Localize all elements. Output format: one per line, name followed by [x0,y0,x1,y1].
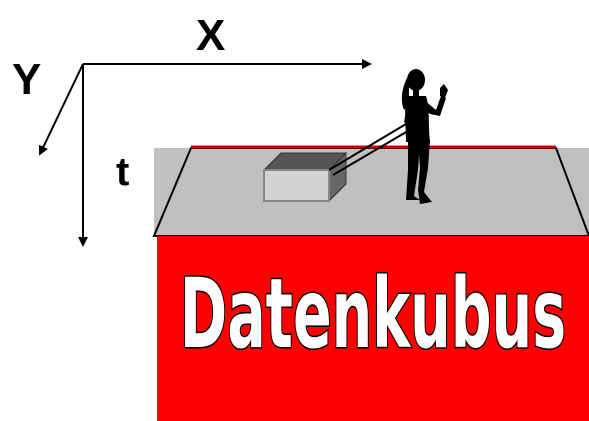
connection-line-lower [332,127,414,176]
cube-front-face: Datenkubus [157,236,589,421]
x-axis-label: X [196,11,225,60]
connection-line-upper [328,120,412,171]
floor-trapezoid [152,147,589,237]
t-axis-label: t [116,150,129,194]
y-axis-label: Y [12,55,41,104]
data-cube-icon [262,151,348,203]
cube-top-plane [152,145,589,237]
front-face-rect [157,236,589,421]
cube-title: Datenkubus [180,258,566,370]
small-cube-front [263,169,330,202]
person-silhouette-icon [401,69,448,204]
y-axis-arrow [38,63,84,156]
axes-group: X Y t [12,11,372,247]
connection-lines [328,120,414,176]
